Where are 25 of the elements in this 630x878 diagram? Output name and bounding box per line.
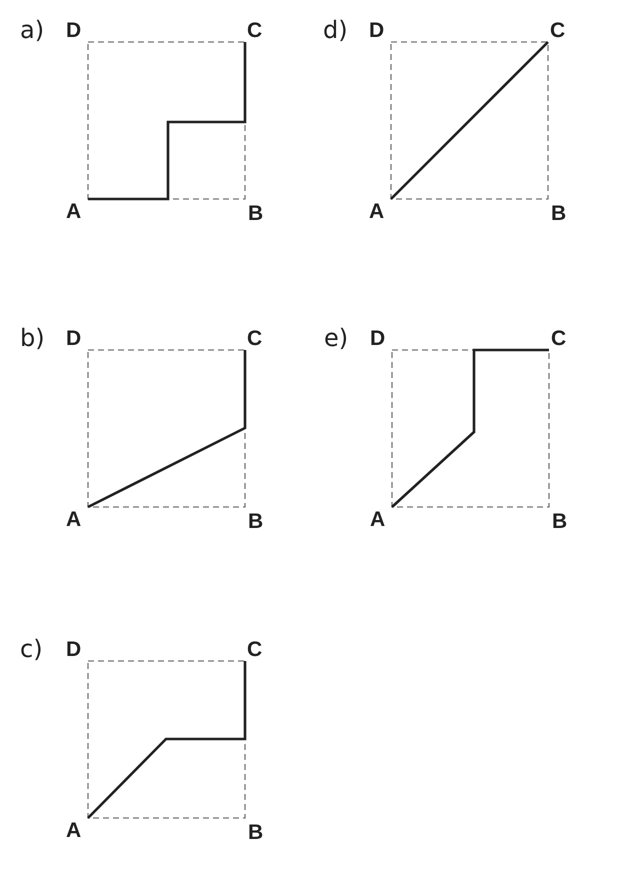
vertex-label: B — [248, 822, 264, 843]
vertex-label: D — [66, 639, 82, 660]
vertex-label: A — [66, 820, 82, 841]
vertex-label: B — [248, 203, 264, 224]
vertex-label: A — [66, 509, 82, 530]
vertex-label: D — [66, 20, 82, 41]
panel-label: b) — [20, 326, 45, 350]
panel-label: d) — [323, 18, 348, 42]
vertex-label: C — [247, 20, 262, 41]
vertex-label: C — [247, 639, 262, 660]
vertex-label: B — [552, 511, 568, 532]
vertex-label: A — [370, 509, 386, 530]
vertex-label: D — [369, 20, 384, 41]
vertex-label: B — [248, 511, 264, 532]
vertex-label: C — [551, 328, 566, 349]
panel-label: a) — [20, 18, 44, 42]
panel-label: e) — [324, 326, 348, 350]
panel-label: c) — [20, 637, 43, 661]
vertex-label: C — [550, 20, 566, 41]
vertex-label: A — [66, 201, 82, 222]
vertex-label: B — [551, 203, 566, 224]
vertex-label: A — [369, 201, 384, 222]
vertex-label: C — [247, 328, 262, 349]
vertex-label: D — [370, 328, 386, 349]
vertex-label: D — [66, 328, 82, 349]
